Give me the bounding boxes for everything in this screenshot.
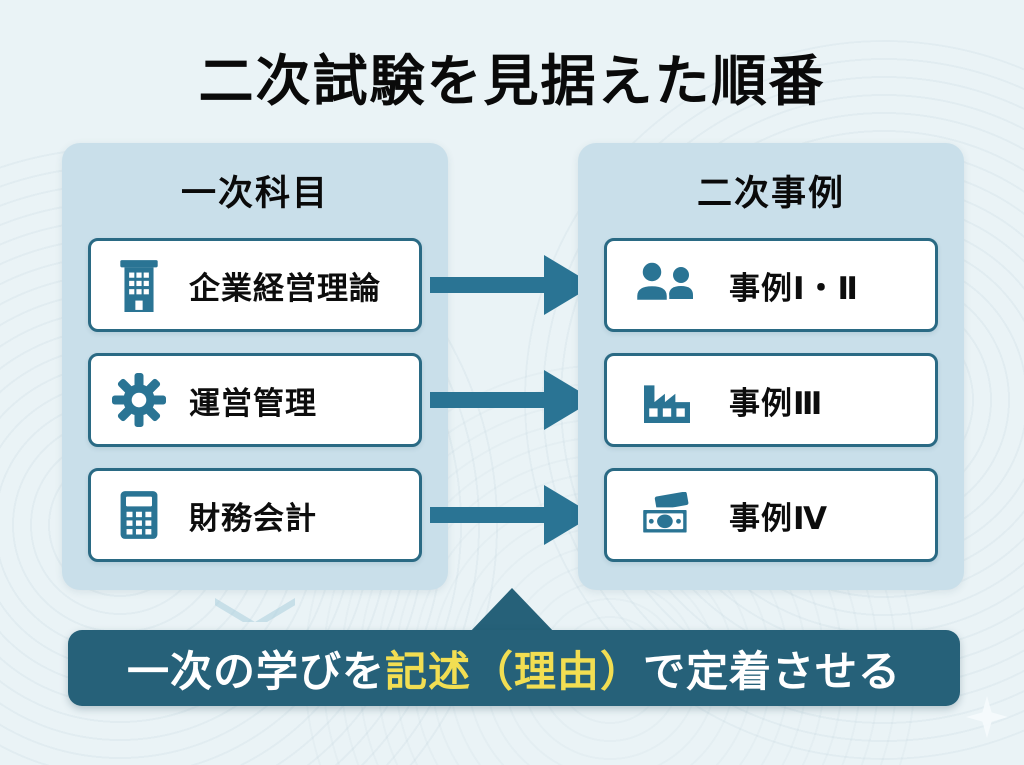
case-box-4: 事例Ⅳ [604, 468, 938, 562]
primary-subjects-header: 一次科目 [180, 174, 329, 213]
banner-pointer-triangle [468, 588, 556, 634]
subject-box-finance: 財務会計 [88, 468, 422, 562]
banner-highlight: 記述（理由） [384, 647, 643, 695]
banner-text-before: 一次の学びを [126, 647, 385, 695]
subject-label: 運営管理 [189, 385, 317, 421]
secondary-cases-header: 二次事例 [696, 174, 845, 213]
primary-subjects-panel: 一次科目 企業経営理論 [62, 143, 448, 590]
case-box-3: 事例Ⅲ [604, 353, 938, 447]
subject-label: 企業経営理論 [189, 270, 381, 306]
users-icon [627, 261, 707, 309]
chevron-down-decoration [215, 598, 295, 622]
case-label: 事例Ⅲ [729, 385, 824, 421]
calculator-icon [111, 489, 167, 541]
subject-label: 財務会計 [189, 500, 317, 536]
factory-icon [627, 377, 707, 423]
gear-icon [111, 373, 167, 427]
secondary-cases-panel: 二次事例 事例Ⅰ・Ⅱ [578, 143, 964, 590]
money-icon [627, 492, 707, 538]
arrow-row2 [430, 370, 594, 430]
case-box-1-2: 事例Ⅰ・Ⅱ [604, 238, 938, 332]
banner-text-after: で定着させる [643, 647, 902, 695]
subject-box-operations: 運営管理 [88, 353, 422, 447]
arrow-row1 [430, 255, 594, 315]
subject-box-business-theory: 企業経営理論 [88, 238, 422, 332]
building-icon [111, 258, 167, 312]
page-title: 二次試験を見据えた順番 [198, 50, 826, 112]
arrow-row3 [430, 485, 594, 545]
case-label: 事例Ⅰ・Ⅱ [729, 270, 859, 306]
summary-banner: 一次の学びを記述（理由）で定着させる [68, 630, 960, 706]
sparkle-icon [966, 696, 1008, 738]
case-label: 事例Ⅳ [729, 500, 829, 536]
